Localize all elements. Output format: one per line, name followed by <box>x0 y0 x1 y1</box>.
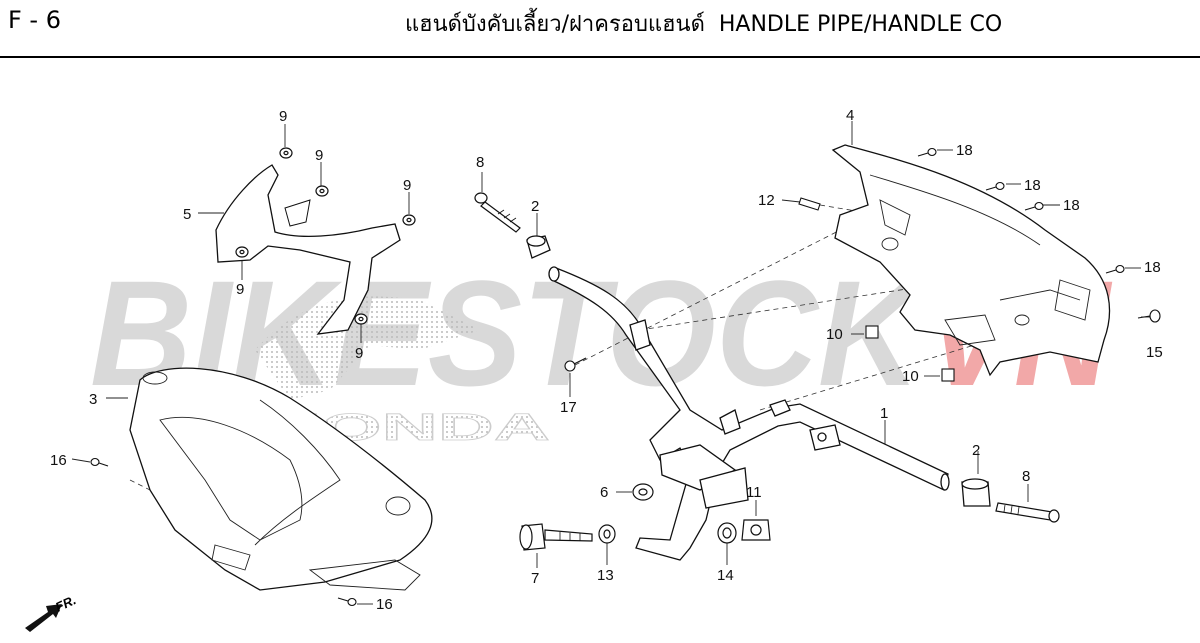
callout-13: 13 <box>597 567 614 584</box>
part-2-rubber-lower <box>961 478 991 507</box>
part-11-nut <box>741 519 771 541</box>
callout-3: 3 <box>89 391 97 408</box>
callout-10: 10 <box>902 368 919 385</box>
page-header: F - 6 แฮนด์บังคับเลี้ยว/ฝาครอบแฮนด์ HAND… <box>0 0 1200 58</box>
callout-7: 7 <box>531 570 539 587</box>
callout-2: 2 <box>531 198 539 215</box>
part-1-handle-pipe <box>548 266 950 561</box>
callout-9: 9 <box>403 177 411 194</box>
part-10-clip-a <box>865 325 879 339</box>
parts-diagram: BIKESTOCK VN HONDA <box>25 107 1163 632</box>
part-3-details <box>142 371 421 591</box>
part-17-screw <box>564 357 587 372</box>
part-12-pin <box>798 197 821 211</box>
part-8-bolt-upper <box>474 192 521 233</box>
arrow-icon <box>25 604 62 632</box>
callout-16: 16 <box>376 596 393 613</box>
honda-wing-logo <box>255 296 480 400</box>
callout-15: 15 <box>1146 344 1163 361</box>
part-4-rear-cover <box>831 144 1111 377</box>
part-5-bracket <box>215 164 401 335</box>
part-7-bolt <box>519 523 593 551</box>
part-9-clips <box>235 147 416 325</box>
callout-16: 16 <box>50 452 67 469</box>
part-10-clip-b <box>941 368 955 382</box>
part-3-front-cover <box>129 367 433 591</box>
part-13-washer <box>598 524 616 544</box>
part-14-nut <box>717 522 737 544</box>
callout-18: 18 <box>1024 177 1041 194</box>
page-code: F - 6 <box>8 6 61 34</box>
part-15-screw <box>1137 309 1161 323</box>
part-2-rubber-upper <box>526 235 551 259</box>
front-label: FR. <box>53 592 78 614</box>
leader-lines <box>71 121 1151 605</box>
callout-1: 1 <box>880 405 888 422</box>
callout-18: 18 <box>1063 197 1080 214</box>
callout-9: 9 <box>279 108 287 125</box>
callout-12: 12 <box>758 192 775 209</box>
callout-9: 9 <box>236 281 244 298</box>
callout-14: 14 <box>717 567 734 584</box>
part-18-screws <box>917 147 1125 274</box>
part-4-details <box>869 174 1091 346</box>
part-5-tab <box>284 199 311 227</box>
page-title: แฮนด์บังคับเลี้ยว/ฝาครอบแฮนด์ HANDLE PIP… <box>405 12 1003 37</box>
callout-5: 5 <box>183 206 191 223</box>
front-direction-arrow: FR. <box>25 592 78 632</box>
callout-11: 11 <box>746 484 762 501</box>
callout-17: 17 <box>560 399 577 416</box>
callout-2: 2 <box>972 442 980 459</box>
callout-labels: 9 9 9 9 9 5 8 2 4 18 18 18 18 12 10 10 1… <box>50 107 1163 613</box>
callout-4: 4 <box>846 107 854 124</box>
callout-18: 18 <box>956 142 973 159</box>
part-16-screws <box>90 457 357 607</box>
callout-6: 6 <box>600 484 608 501</box>
callout-8: 8 <box>1022 468 1030 485</box>
callout-8: 8 <box>476 154 484 171</box>
part-6-washer <box>632 483 654 501</box>
callout-10: 10 <box>826 326 843 343</box>
callout-9: 9 <box>355 345 363 362</box>
callout-18: 18 <box>1144 259 1161 276</box>
part-8-bolt-lower <box>995 502 1060 523</box>
callout-9: 9 <box>315 147 323 164</box>
